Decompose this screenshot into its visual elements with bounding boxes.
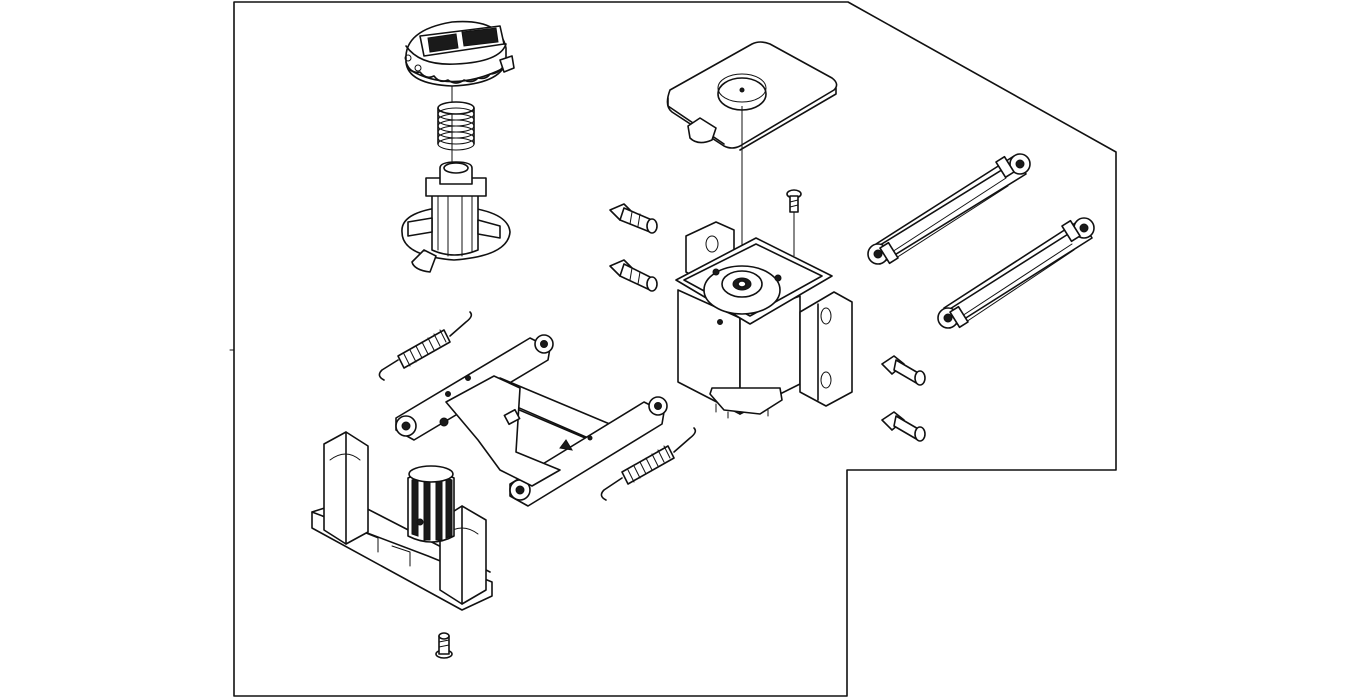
knob-cap <box>404 20 515 87</box>
h-frame <box>395 334 668 507</box>
tension-spring <box>600 427 697 501</box>
bolt <box>609 203 658 234</box>
lid <box>666 41 838 151</box>
spring <box>437 101 475 151</box>
bolt <box>881 355 926 386</box>
bolt <box>609 259 658 292</box>
small-screw <box>786 189 802 213</box>
bolt <box>881 411 926 442</box>
tension-spring <box>378 311 473 381</box>
diagram-boundary <box>233 1 1117 697</box>
link-arm <box>937 217 1095 329</box>
motor-housing <box>675 221 853 419</box>
base-bracket <box>311 431 493 611</box>
shaft-hub <box>401 161 511 273</box>
link-arm <box>867 153 1031 265</box>
bottom-screw <box>435 632 453 659</box>
gear-shaft <box>407 465 455 543</box>
